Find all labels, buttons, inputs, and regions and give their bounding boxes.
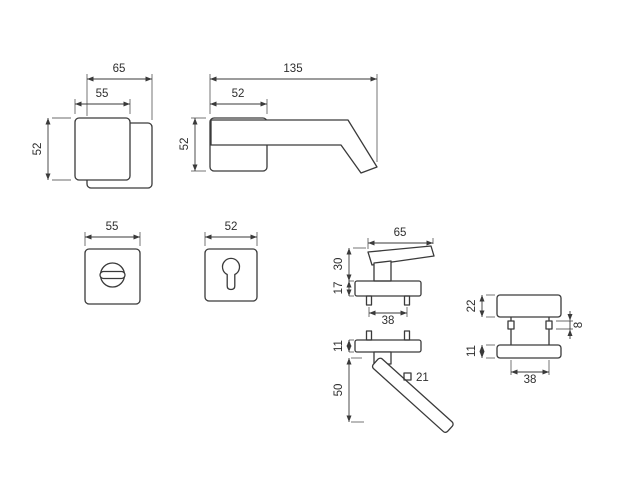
rose-section-outline [354,280,422,297]
dim-label-screw-spacing: 38 [524,374,537,386]
dim-label-height: 52 [32,143,44,156]
dim-label-width: 55 [106,221,119,233]
dim-label-top-rose-depth: 22 [466,300,478,313]
profile-view: 135 52 52 [179,63,378,174]
top-rose-outline [496,294,562,318]
screw-sleeve [545,320,553,330]
dim-label-grip-length: 65 [394,227,407,239]
square-spindle-icon [403,372,412,381]
screw-sleeve [507,320,515,330]
dim-label-length: 135 [283,63,302,75]
rose-section-outline [354,339,422,353]
dim-label-screw-head: 8 [573,322,585,328]
rose-pair-section: 22 11 8 38 [466,294,585,386]
dim-label-spindle: 21 [416,372,429,384]
dim-label-rose-height: 52 [179,138,191,151]
cylinder-keyhole [221,257,241,291]
pz-rose-view: 52 [204,221,258,302]
wc-turn-slot [99,270,126,280]
grip-diagonal-outline [371,357,454,433]
dim-label-rose-depth: 17 [333,282,345,295]
dim-label-neck-height: 30 [333,258,345,271]
fixing-screw [403,295,411,306]
bottom-rose-outline [496,344,562,359]
fixing-screw [365,295,373,306]
pz-rose-outline [204,248,258,302]
dim-label-drop: 50 [333,384,345,397]
handle-section-bottom: 11 50 21 [333,330,454,433]
grip-end-outline [74,117,131,181]
dim-label-rose-depth: 11 [333,340,345,352]
dim-label-rose-width: 52 [232,88,245,100]
neck-outline [373,260,392,282]
fixing-screw [403,330,411,341]
dim-label-bottom-rose-depth: 11 [466,345,478,357]
dim-label-width: 52 [225,221,238,233]
wc-rose-view: 55 [84,221,141,305]
wc-rose-outline [84,248,141,305]
grip-side-outline [367,245,435,266]
dim-label-screw-spacing: 38 [382,315,395,327]
fixing-screw [365,330,373,341]
dim-label-width: 65 [113,63,126,75]
handle-section-top: 65 30 17 38 [333,227,435,327]
lever-outline [210,119,378,174]
front-view: 65 55 52 [32,63,153,189]
dim-label-grip-width: 55 [96,88,109,100]
